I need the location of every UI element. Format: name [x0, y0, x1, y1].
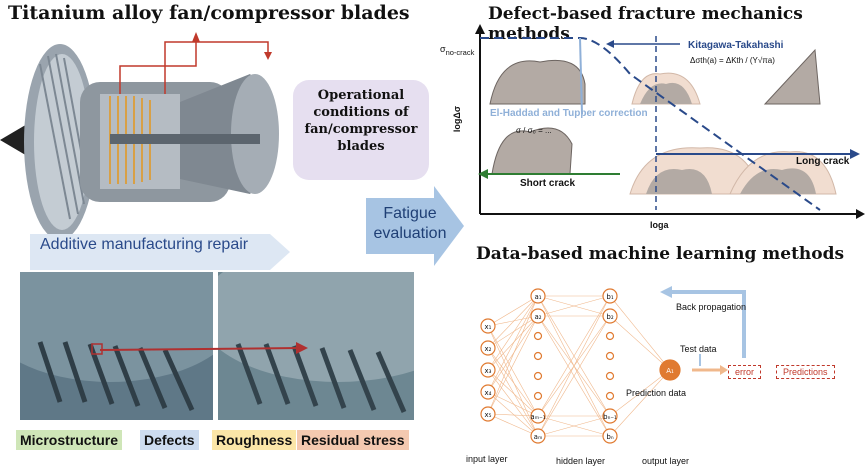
x-axis-label: loga — [650, 220, 669, 230]
kitagawa-diagram — [475, 24, 865, 219]
operational-line-4: blades — [337, 139, 385, 154]
hidden2-node-label: b₁ — [606, 293, 613, 301]
error-box: error — [728, 365, 762, 379]
hidden1-node — [530, 308, 546, 324]
output-node — [659, 359, 681, 381]
input-node-label: x₄ — [485, 389, 492, 397]
tag-microstructure: Microstructure — [16, 430, 123, 450]
hidden1-node-label: aₘ — [534, 433, 543, 441]
hidden2-node-label: bₙ₋₁ — [603, 413, 617, 421]
engine-title: Titanium alloy fan/compressor blades — [8, 2, 410, 24]
sigma-symbol: σ — [440, 44, 446, 54]
input-node-label: x₃ — [485, 367, 492, 375]
hidden2-node — [602, 308, 618, 324]
input-node-label: x₅ — [485, 411, 492, 419]
predictions-box: Predictions — [776, 365, 835, 379]
tag-defects: Defects — [140, 430, 199, 450]
blade-photo-original — [20, 272, 213, 420]
input-node — [480, 340, 496, 356]
hidden1-node — [533, 371, 543, 381]
hidden2-node — [602, 408, 618, 424]
operational-line-3: fan/compressor — [304, 122, 418, 137]
y-axis-label: logΔσ — [452, 106, 462, 133]
el-haddad-label: El-Haddad and Tupper correction — [490, 108, 648, 119]
blade-photo-repaired — [218, 272, 414, 420]
operational-line-1: Operational — [317, 88, 405, 103]
hidden1-node — [530, 408, 546, 424]
kt-formula: Δσth(a) = ΔKth / (Y√πa) — [690, 56, 775, 65]
eh-formula: σ / σ₀ = ... — [516, 126, 552, 135]
fatigue-line-1: Fatigue — [383, 205, 437, 222]
test-data-label: Test data — [680, 344, 717, 354]
hidden1-node-label: a₁ — [534, 293, 541, 301]
input-node-label: x₁ — [485, 323, 492, 331]
hidden2-node-label: b₂ — [606, 313, 613, 321]
fatigue-evaluation-label: Fatigue evaluation — [364, 204, 456, 244]
long-crack-label: Long crack — [796, 156, 850, 167]
hidden2-node — [602, 428, 618, 444]
input-node — [480, 406, 496, 422]
hidden2-node — [605, 351, 615, 361]
operational-line-2: conditions of — [313, 105, 409, 120]
photo-link-arrow — [91, 342, 308, 355]
fatigue-evaluation-arrow — [366, 186, 464, 266]
hidden2-node — [602, 288, 618, 304]
hidden1-node — [533, 351, 543, 361]
kitagawa-takahashi-label: Kitagawa-Takahashi — [688, 40, 784, 51]
hidden2-node — [605, 391, 615, 401]
hidden-layer-label: hidden layer — [556, 456, 606, 466]
input-node — [480, 318, 496, 334]
am-repair-label: Additive manufacturing repair — [40, 236, 249, 253]
neural-network-diagram: x₁ x₂ x₃ x₄ x₅ a₁ a₂ aₘ₋₁ aₘ b₁ b₂ bₙ₋₁ bₙ A₁ — [480, 286, 746, 444]
short-crack-label: Short crack — [520, 178, 576, 189]
hidden2-node — [605, 371, 615, 381]
input-node — [480, 362, 496, 378]
hidden1-node — [533, 391, 543, 401]
output-node-label: A₁ — [666, 367, 674, 375]
operational-conditions-box: Operational conditions of fan/compressor… — [293, 80, 429, 180]
sigma-subscript: no-crack — [445, 47, 475, 57]
sigma-no-crack-label: σno-crack — [440, 44, 474, 57]
am-repair-arrow — [30, 234, 290, 270]
hidden1-node — [530, 428, 546, 444]
output-layer-label: output layer — [642, 456, 690, 466]
fatigue-line-2: evaluation — [373, 225, 447, 242]
hidden1-node — [530, 288, 546, 304]
hidden1-node-label: aₘ₋₁ — [530, 413, 545, 421]
hidden1-node — [533, 331, 543, 341]
turbofan-engine-illustration — [0, 32, 279, 234]
tag-roughness: Roughness — [212, 430, 297, 450]
hidden2-node-label: bₙ — [606, 433, 613, 441]
input-node-label: x₂ — [485, 345, 492, 353]
input-node — [480, 384, 496, 400]
hidden1-node-label: a₂ — [534, 313, 541, 321]
ml-title: Data-based machine learning methods — [476, 244, 845, 264]
hidden2-node — [605, 331, 615, 341]
prediction-data-label: Prediction data — [626, 388, 687, 398]
back-propagation-label: Back propagation — [676, 302, 747, 312]
tag-residual-stress: Residual stress — [297, 430, 409, 450]
input-layer-label: input layer — [466, 454, 508, 464]
